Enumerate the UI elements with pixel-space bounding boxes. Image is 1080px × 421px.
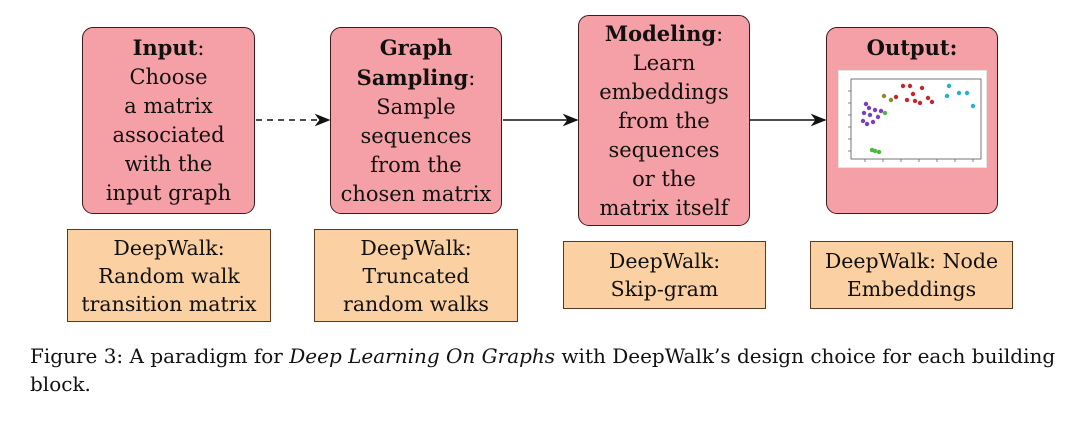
note-line: Embeddings bbox=[846, 277, 977, 301]
stage-input-body-line: a matrix bbox=[124, 94, 213, 118]
stage-modeling-body-line: sequences bbox=[608, 137, 720, 162]
stage-modeling-body-line: embeddings bbox=[599, 79, 729, 104]
deepwalk-note-modeling: DeepWalk: Skip-gram bbox=[563, 241, 766, 309]
caption-line-2: block. bbox=[30, 372, 91, 396]
stage-modeling: Modeling: Learn embeddings from the sequ… bbox=[578, 15, 750, 226]
stage-input-body-line: Choose bbox=[129, 65, 208, 89]
stage-modeling-body-line: matrix itself bbox=[599, 195, 729, 220]
note-line: random walks bbox=[343, 291, 489, 316]
note-line: Skip-gram bbox=[610, 277, 719, 301]
stage-sampling-body-line: sequences bbox=[360, 123, 472, 148]
note-line: DeepWalk: Node bbox=[824, 249, 999, 273]
note-line: transition matrix bbox=[81, 291, 257, 316]
note-line: DeepWalk: bbox=[360, 235, 472, 260]
note-line: Truncated bbox=[362, 263, 470, 288]
deepwalk-note-input: DeepWalk: Random walk transition matrix bbox=[67, 229, 271, 322]
stage-sampling-body-line: chosen matrix bbox=[340, 181, 492, 206]
stage-modeling-body-line: from the bbox=[618, 108, 710, 133]
embedding-scatter-svg bbox=[848, 78, 982, 162]
stage-input-title: Input: bbox=[132, 35, 205, 60]
stage-modeling-body-line: Learn bbox=[632, 50, 696, 75]
stage-input-body-line: with the bbox=[124, 152, 213, 176]
stage-input-body-line: input graph bbox=[105, 181, 232, 205]
stage-sampling-title: Sampling: bbox=[356, 64, 476, 90]
note-line: DeepWalk: bbox=[113, 235, 225, 260]
deepwalk-note-output: DeepWalk: Node Embeddings bbox=[810, 241, 1013, 309]
stage-graph-sampling: Graph Sampling: Sample sequences from th… bbox=[330, 27, 502, 214]
embedding-scatter-thumbnail bbox=[838, 70, 987, 168]
stage-output-title: Output: bbox=[866, 35, 958, 60]
note-line: DeepWalk: bbox=[608, 249, 721, 273]
stage-input-body-line: associated bbox=[112, 123, 225, 147]
deepwalk-note-sampling: DeepWalk: Truncated random walks bbox=[314, 229, 518, 322]
stage-input: Input: Choose a matrix associated with t… bbox=[82, 27, 255, 214]
stage-modeling-title: Modeling: bbox=[604, 20, 724, 46]
stage-sampling-title: Graph bbox=[379, 34, 453, 60]
stage-sampling-body-line: Sample bbox=[376, 94, 456, 119]
stage-modeling-body-line: or the bbox=[632, 166, 696, 191]
caption-line-1: Figure 3: A paradigm for Deep Learning O… bbox=[30, 344, 1056, 368]
stage-sampling-body-line: from the bbox=[370, 152, 462, 177]
note-line: Random walk bbox=[98, 263, 240, 288]
caption-emphasis: Deep Learning On Graphs bbox=[289, 344, 556, 368]
figure-caption: Figure 3: A paradigm for Deep Learning O… bbox=[30, 342, 1060, 398]
